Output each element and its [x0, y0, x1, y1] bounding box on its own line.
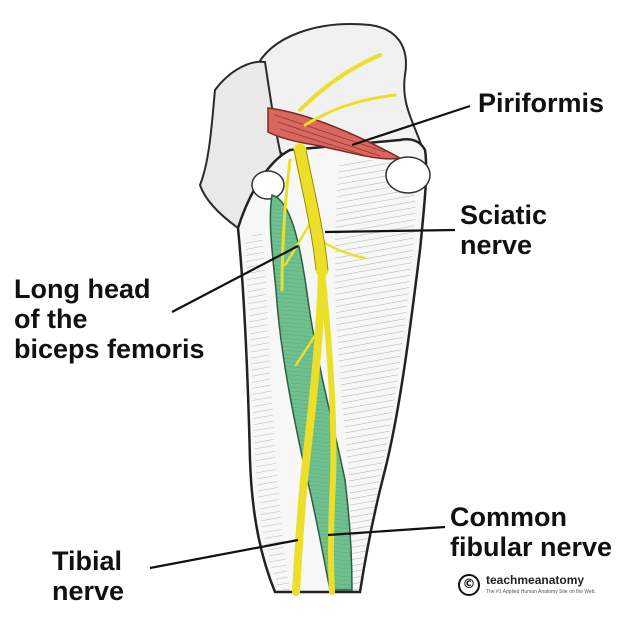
medial-shading — [245, 230, 290, 590]
label-common-fibular-nerve: Common fibular nerve — [450, 502, 613, 562]
sciatic-nerve-leader — [324, 228, 456, 234]
thigh-shading — [334, 160, 416, 590]
ischial-tuberosity — [251, 170, 285, 200]
copyright-icon: © — [458, 574, 480, 596]
leader-lines — [149, 104, 471, 570]
gluteal-branch — [303, 93, 397, 127]
label-long-head-biceps-femoris: Long head of the biceps femoris — [14, 274, 205, 364]
label-piriformis: Piriformis — [478, 88, 605, 118]
tibial-nerve — [292, 266, 326, 596]
watermark-tagline: The #1 Applied Human Anatomy Site on the… — [486, 589, 596, 595]
watermark-name: teachmeanatomy — [486, 573, 585, 587]
greater-trochanter — [385, 156, 431, 194]
tibial-nerve-leader — [149, 538, 299, 570]
piriformis-leader — [351, 104, 471, 147]
posterior-cutaneous-nerve — [280, 158, 292, 292]
superior-gluteal-nerve — [298, 53, 382, 112]
biceps-femoris-leader — [171, 245, 299, 313]
muscular-branch-3 — [318, 238, 367, 260]
watermark: © teachmeanatomy The #1 Applied Human An… — [458, 572, 630, 602]
nerves — [280, 53, 397, 596]
piriformis-fibers — [274, 114, 386, 158]
nerve-outlines — [293, 149, 329, 271]
common-fibular-nerve — [319, 267, 337, 595]
sciatic-nerve — [293, 143, 329, 277]
label-sciatic-nerve: Sciatic nerve — [460, 200, 548, 260]
common-fibular-leader — [327, 525, 446, 537]
label-tibial-nerve: Tibial nerve — [52, 546, 125, 606]
muscular-branch-2 — [294, 328, 320, 367]
